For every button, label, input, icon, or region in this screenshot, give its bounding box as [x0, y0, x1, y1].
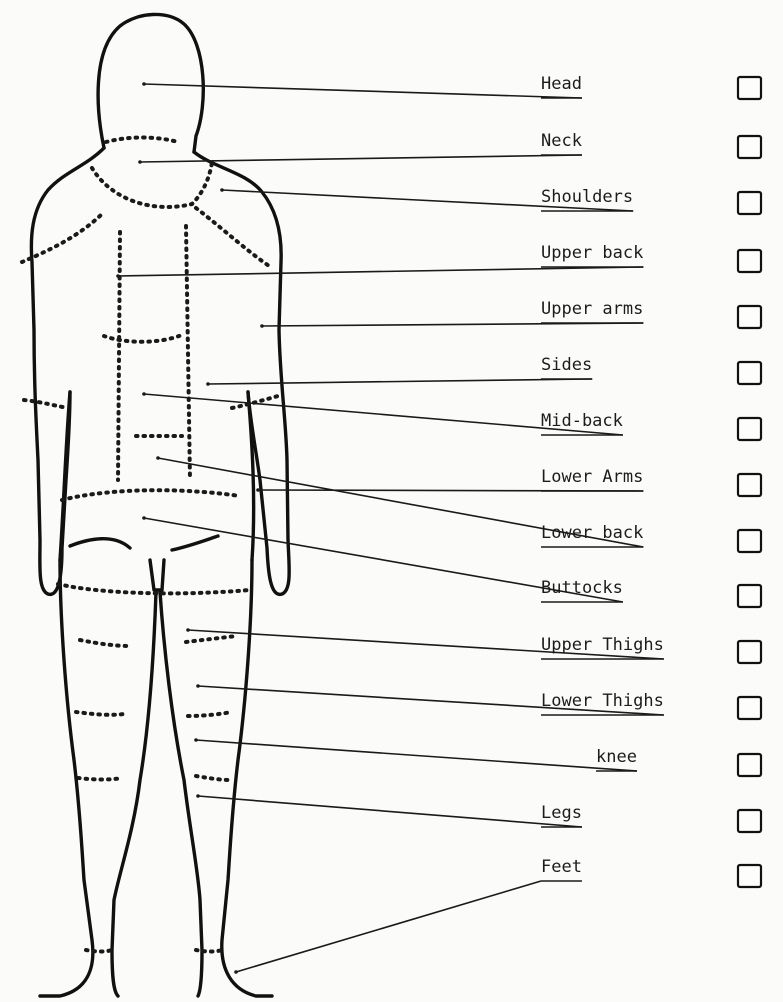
region-row-buttocks: Buttocks: [142, 516, 761, 607]
region-label: knee: [596, 747, 637, 767]
leader-line: [208, 379, 592, 384]
checkbox-icon[interactable]: [738, 250, 761, 272]
anchor-dot: [186, 628, 190, 632]
checkbox-icon[interactable]: [738, 810, 761, 832]
region-row-head: Head: [142, 74, 761, 99]
checkbox-icon[interactable]: [738, 192, 761, 214]
checkbox-icon[interactable]: [738, 697, 761, 719]
region-row-mid-back: Mid-back: [142, 392, 761, 440]
anchor-dot: [138, 160, 142, 164]
anchor-dot: [116, 274, 120, 278]
region-label: Neck: [541, 131, 582, 151]
region-label: Lower Arms: [541, 467, 643, 487]
checkbox-icon[interactable]: [738, 136, 761, 158]
region-row-knee: knee: [194, 738, 761, 776]
region-label: Upper back: [541, 243, 643, 263]
region-row-feet: Feet: [234, 857, 761, 974]
anchor-dot: [256, 488, 260, 492]
region-row-upper-arms: Upper arms: [260, 299, 761, 328]
leader-line: [140, 155, 582, 162]
region-row-lower-arms: Lower Arms: [256, 467, 761, 496]
leader-line: [236, 881, 541, 972]
region-label: Upper arms: [541, 299, 643, 319]
anchor-dot: [156, 456, 160, 460]
region-label: Feet: [541, 857, 582, 877]
checkbox-icon[interactable]: [738, 754, 761, 776]
region-label: Lower back: [541, 523, 643, 543]
leader-line: [118, 267, 643, 276]
anchor-dot: [196, 684, 200, 688]
checkbox-icon[interactable]: [738, 585, 761, 607]
region-row-shoulders: Shoulders: [220, 187, 761, 214]
leader-line: [262, 323, 643, 326]
anchor-dot: [234, 970, 238, 974]
region-label: Mid-back: [541, 411, 623, 431]
region-row-lower-back: Lower back: [156, 456, 761, 552]
region-label: Shoulders: [541, 187, 633, 207]
checkbox-icon[interactable]: [738, 418, 761, 440]
region-row-lower-thighs: Lower Thighs: [196, 684, 761, 719]
leader-line: [196, 740, 637, 771]
region-row-neck: Neck: [138, 131, 761, 164]
region-label: Legs: [541, 803, 582, 823]
checkbox-icon[interactable]: [738, 865, 761, 887]
region-label: Sides: [541, 355, 592, 375]
checkbox-icon[interactable]: [738, 641, 761, 663]
checkbox-icon[interactable]: [738, 306, 761, 328]
anchor-dot: [206, 382, 210, 386]
anchor-dot: [260, 324, 264, 328]
checkbox-icon[interactable]: [738, 77, 761, 99]
region-row-sides: Sides: [206, 355, 761, 386]
region-row-upper-thighs: Upper Thighs: [186, 628, 761, 663]
leader-line: [144, 84, 582, 98]
anchor-dot: [220, 188, 224, 192]
anchor-dot: [142, 516, 146, 520]
anchor-dot: [142, 392, 146, 396]
leader-line: [258, 490, 643, 491]
checkbox-icon[interactable]: [738, 530, 761, 552]
anchor-dot: [196, 794, 200, 798]
anchor-dot: [142, 82, 146, 86]
leader-line: [198, 796, 582, 827]
region-label: Head: [541, 74, 582, 94]
region-row-legs: Legs: [196, 794, 761, 832]
anchor-dot: [194, 738, 198, 742]
checkbox-icon[interactable]: [738, 362, 761, 384]
region-row-upper-back: Upper back: [116, 243, 761, 278]
checkbox-icon[interactable]: [738, 474, 761, 496]
